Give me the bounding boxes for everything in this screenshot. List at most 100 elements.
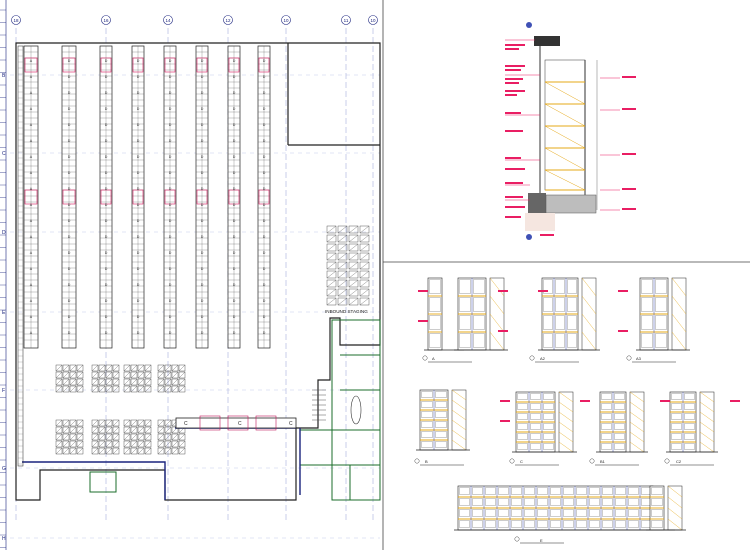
pallet (105, 385, 113, 393)
pallet (164, 440, 172, 448)
rack-code: D (137, 283, 140, 287)
staging-pallet-diagonal (326, 225, 337, 234)
pallet-diagonal (55, 364, 63, 372)
rack-code: D (68, 235, 71, 239)
flue-marker (132, 57, 144, 73)
pallet-diagonal (62, 364, 70, 372)
pallet (91, 433, 99, 441)
annotation-mark (660, 400, 670, 402)
staging-pallet-diagonal (359, 279, 370, 288)
pallet (105, 440, 113, 448)
pallet-diagonal (105, 426, 113, 434)
column-bubble-label: 10 (370, 18, 376, 23)
pallet-diagonal (144, 447, 152, 455)
pallet (164, 447, 172, 455)
elevation-load (576, 487, 587, 495)
pallet (157, 371, 165, 379)
pallet-diagonal (105, 433, 113, 441)
pallet-diagonal (157, 364, 165, 372)
rack-code: D (137, 107, 140, 111)
flue-marker (62, 189, 76, 205)
elevation-load (498, 498, 509, 506)
pallet-diagonal (91, 419, 99, 427)
pallet (164, 364, 172, 372)
elevation-load (567, 279, 577, 294)
rack-code: D (201, 331, 204, 335)
elevation-load (435, 401, 447, 408)
pallet (98, 385, 106, 393)
side-frame (671, 277, 687, 351)
pallet (69, 371, 77, 379)
rack-code: D (201, 75, 204, 79)
staging-pallet (359, 261, 370, 270)
cross-conveyor (175, 415, 297, 431)
staging-pallet (326, 261, 337, 270)
pallet (62, 371, 70, 379)
pallet (91, 426, 99, 434)
pallet (105, 378, 113, 386)
rack-code: A (30, 123, 33, 127)
pallet (123, 378, 131, 386)
rack-code: D (137, 171, 140, 175)
elevation-load (550, 487, 561, 495)
side-brace (581, 331, 597, 351)
pallet (98, 364, 106, 372)
rack-elevation (512, 391, 577, 453)
section-detail (505, 22, 636, 240)
staging-pallet (337, 252, 348, 261)
staging-pallet (337, 270, 348, 279)
rack-code: D (263, 171, 266, 175)
elevation-load (651, 498, 663, 506)
pallet-diagonal (178, 385, 186, 393)
pallet (164, 385, 172, 393)
staging-pallet-diagonal (348, 252, 359, 261)
elevation-load (628, 487, 639, 495)
side-brace (629, 401, 645, 413)
rack-code: D (263, 123, 266, 127)
elev-title-c: C (520, 459, 523, 464)
pallet (130, 433, 138, 441)
pallet (144, 378, 152, 386)
pallet-diagonal (112, 426, 120, 434)
elevation-load (601, 443, 612, 450)
rack-code: D (169, 267, 172, 271)
elevation-load (421, 431, 433, 438)
elevation-load (543, 333, 553, 348)
side-brace (581, 313, 597, 333)
column-bubble (101, 15, 111, 25)
staging-pallet (348, 288, 359, 297)
pallet (137, 426, 145, 434)
pallet-diagonal (178, 371, 186, 379)
rack-code: D (169, 59, 172, 63)
pallet-diagonal (164, 447, 172, 455)
side-brace (699, 441, 715, 453)
rack-code: D (263, 267, 266, 271)
pallet-diagonal (144, 426, 152, 434)
elevation-load (684, 413, 695, 420)
rack-code: D (137, 315, 140, 319)
annotation-mark (538, 290, 548, 292)
pallet (157, 378, 165, 386)
side-brace (629, 411, 645, 423)
elevation-load (555, 297, 565, 312)
rack-code: D (105, 123, 108, 127)
elevation-load (576, 520, 587, 528)
pallet (178, 371, 186, 379)
pallet (144, 364, 152, 372)
side-brace (671, 313, 687, 333)
side-frame (629, 391, 645, 453)
elevation-load (602, 498, 613, 506)
rack-code: D (263, 187, 266, 191)
side-frame (581, 277, 597, 351)
rack-code: A (30, 235, 33, 239)
rack-code: D (137, 267, 140, 271)
rack-code: D (68, 171, 71, 175)
elevation-load (498, 509, 509, 517)
elevation-load (543, 413, 554, 420)
pallet (130, 385, 138, 393)
pallet-diagonal (76, 364, 84, 372)
pallet-diagonal (105, 378, 113, 386)
elevation-load (429, 315, 441, 330)
elevation-load (671, 433, 682, 440)
